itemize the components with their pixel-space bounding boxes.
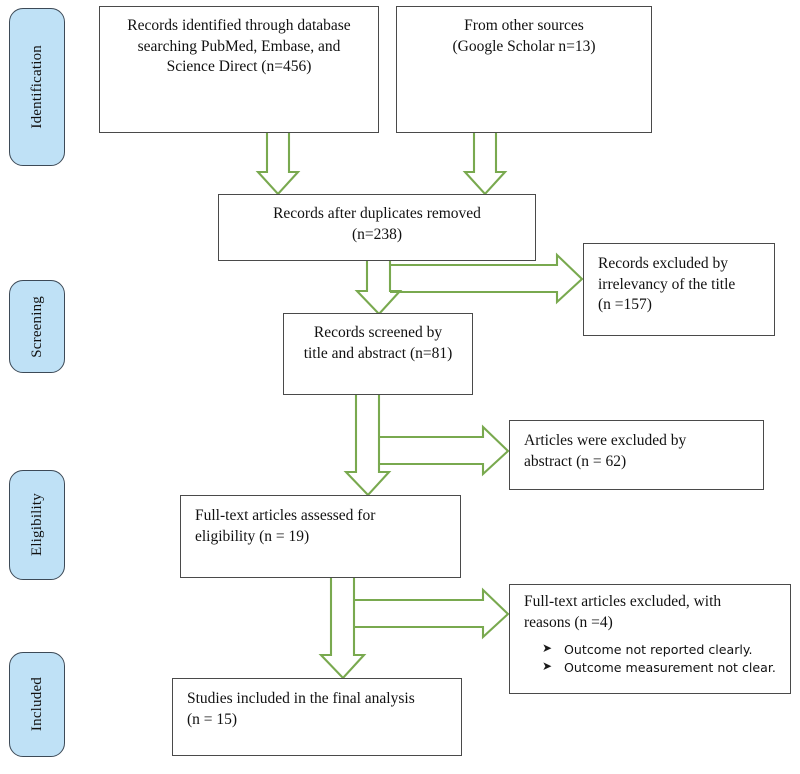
arrow-right-to-excluded-title xyxy=(390,252,584,305)
list-item: ➤ Outcome measurement not clear. xyxy=(542,659,780,676)
screened-line1: Records screened by xyxy=(313,324,443,341)
other-sources-line2: (Google Scholar n=13) xyxy=(452,37,596,55)
fulltext-excluded-line2: reasons (n =4) xyxy=(524,613,613,631)
excluded-abstract-line1: Articles were excluded by xyxy=(524,432,687,449)
fulltext-excluded-line1: Full-text articles excluded, with xyxy=(524,593,722,610)
after-duplicates-line1: Records after duplicates removed xyxy=(273,205,481,222)
box-excluded-title: Records excluded by irrelevancy of the t… xyxy=(583,243,775,336)
arrow-down-fulltext-to-included xyxy=(318,578,367,680)
box-database-records: Records identified through database sear… xyxy=(99,6,379,133)
other-sources-line1: From other sources xyxy=(464,17,584,34)
screened-line2: title and abstract (n=81) xyxy=(303,344,453,362)
included-studies-line2: (n = 15) xyxy=(187,710,238,728)
box-screened: Records screened by title and abstract (… xyxy=(283,313,473,395)
stage-pill-eligibility: Eligibility xyxy=(9,470,65,580)
reason-text: Outcome measurement not clear. xyxy=(564,660,776,676)
arrow-right-to-excluded-abstract xyxy=(379,424,510,477)
fulltext-excluded-reason-list: ➤ Outcome not reported clearly. ➤ Outcom… xyxy=(510,641,790,676)
arrowhead-bullet-icon: ➤ xyxy=(542,659,553,674)
stage-label-eligibility: Eligibility xyxy=(28,493,45,557)
database-records-line2: searching PubMed, Embase, and xyxy=(137,37,341,55)
stage-label-identification: Identification xyxy=(28,45,45,129)
stage-pill-identification: Identification xyxy=(9,8,65,166)
box-fulltext-excluded: Full-text articles excluded, with reason… xyxy=(509,584,791,694)
box-after-duplicates: Records after duplicates removed (n=238) xyxy=(218,194,536,261)
box-excluded-abstract: Articles were excluded by abstract (n = … xyxy=(509,420,764,490)
reason-text: Outcome not reported clearly. xyxy=(564,642,753,658)
database-records-line3: Science Direct (n=456) xyxy=(166,58,312,76)
list-item: ➤ Outcome not reported clearly. xyxy=(542,641,780,658)
arrow-down-database-to-duplicates xyxy=(255,131,301,196)
box-included-studies: Studies included in the final analysis (… xyxy=(172,678,462,756)
fulltext-assessed-line2: eligibility (n = 19) xyxy=(195,527,310,545)
box-other-sources: From other sources (Google Scholar n=13) xyxy=(396,6,652,133)
fulltext-assessed-line1: Full-text articles assessed for xyxy=(195,507,376,524)
arrow-right-to-fulltext-excluded xyxy=(354,587,510,640)
included-studies-line1: Studies included in the final analysis xyxy=(187,690,415,707)
stage-label-included: Included xyxy=(28,677,45,732)
stage-label-screening: Screening xyxy=(28,295,45,358)
stage-pill-included: Included xyxy=(9,652,65,757)
after-duplicates-line2: (n=238) xyxy=(351,225,403,243)
excluded-title-line1: Records excluded by xyxy=(598,255,728,272)
excluded-abstract-line2: abstract (n = 62) xyxy=(524,452,627,470)
arrow-down-screened-to-fulltext xyxy=(343,395,392,497)
database-records-line1: Records identified through database xyxy=(127,17,351,34)
stage-pill-screening: Screening xyxy=(9,280,65,373)
excluded-title-line2: irrelevancy of the title xyxy=(598,275,736,293)
box-fulltext-assessed: Full-text articles assessed for eligibil… xyxy=(180,495,461,578)
arrowhead-bullet-icon: ➤ xyxy=(542,641,553,656)
excluded-title-line3: (n =157) xyxy=(598,296,652,314)
arrow-down-duplicates-to-screened xyxy=(354,260,403,316)
arrow-down-other-to-duplicates xyxy=(462,131,508,196)
